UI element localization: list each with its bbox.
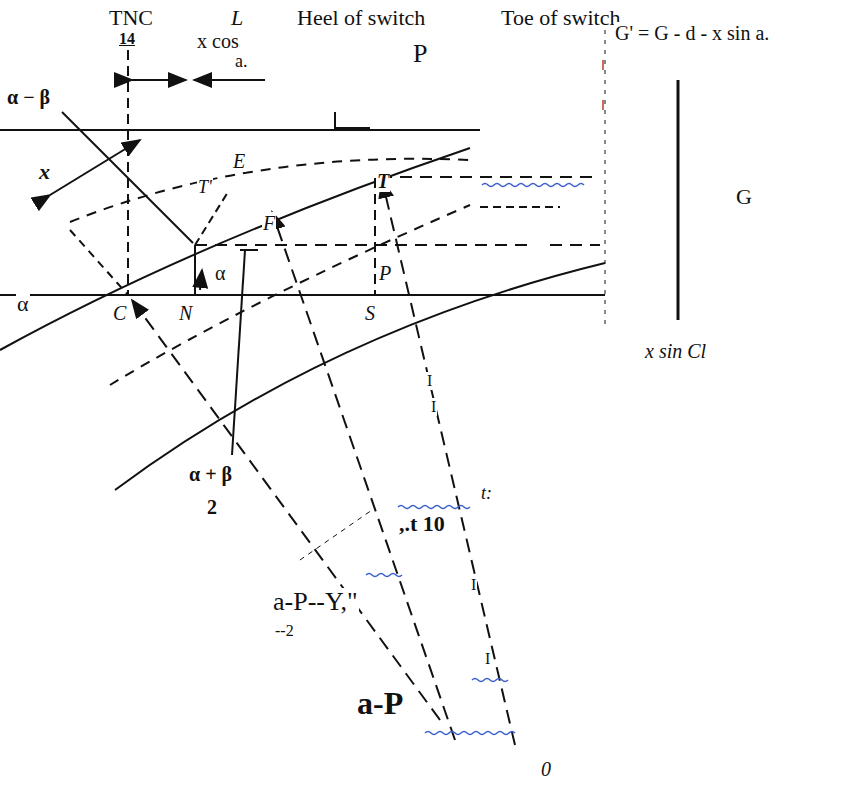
diagram-label: a-P--Y,": [272, 588, 359, 617]
diagram-label: I: [430, 398, 437, 416]
diagram-label: E: [232, 150, 246, 172]
diagram-label: 0: [540, 758, 552, 780]
diagram-label: T': [197, 178, 213, 198]
diagram-label: Toe of switch: [500, 6, 621, 30]
diagram-label: α: [214, 262, 226, 284]
diagram-label: x sin Cl: [644, 340, 707, 362]
diagram-label: G' = G - d - x sin a.: [614, 22, 770, 44]
diagram-label: x cos: [196, 30, 240, 52]
diagram-label: t:: [480, 484, 493, 504]
diagram-label: x: [38, 160, 51, 184]
diagram-label: a.: [234, 52, 249, 72]
diagram-label: ,.t 10: [398, 512, 446, 536]
diagram-label: I: [470, 576, 477, 594]
diagram-label: F: [262, 212, 276, 234]
diagram-label: α + β: [188, 463, 233, 485]
diagram-label: P: [378, 262, 392, 284]
diagram-label: TNC: [108, 6, 154, 30]
diagram-label: S: [364, 302, 376, 324]
diagram-label: 2: [206, 496, 218, 518]
diagram-label: --2: [274, 622, 295, 640]
diagram-label: α − β: [6, 86, 51, 108]
diagram-label: C: [112, 302, 127, 324]
diagram-label: I: [484, 650, 491, 668]
diagram-label: I: [426, 372, 433, 390]
diagram-label: N: [178, 302, 193, 324]
diagram-label: G: [735, 185, 753, 209]
diagram-label: Heel of switch: [296, 6, 426, 30]
diagram-label: a-P: [356, 686, 404, 721]
diagram-label: T: [376, 170, 390, 192]
diagram-label: α: [16, 292, 30, 316]
diagram-label: P: [412, 40, 428, 69]
diagram-label: 14: [118, 30, 136, 48]
diagram-label: L: [230, 6, 244, 30]
